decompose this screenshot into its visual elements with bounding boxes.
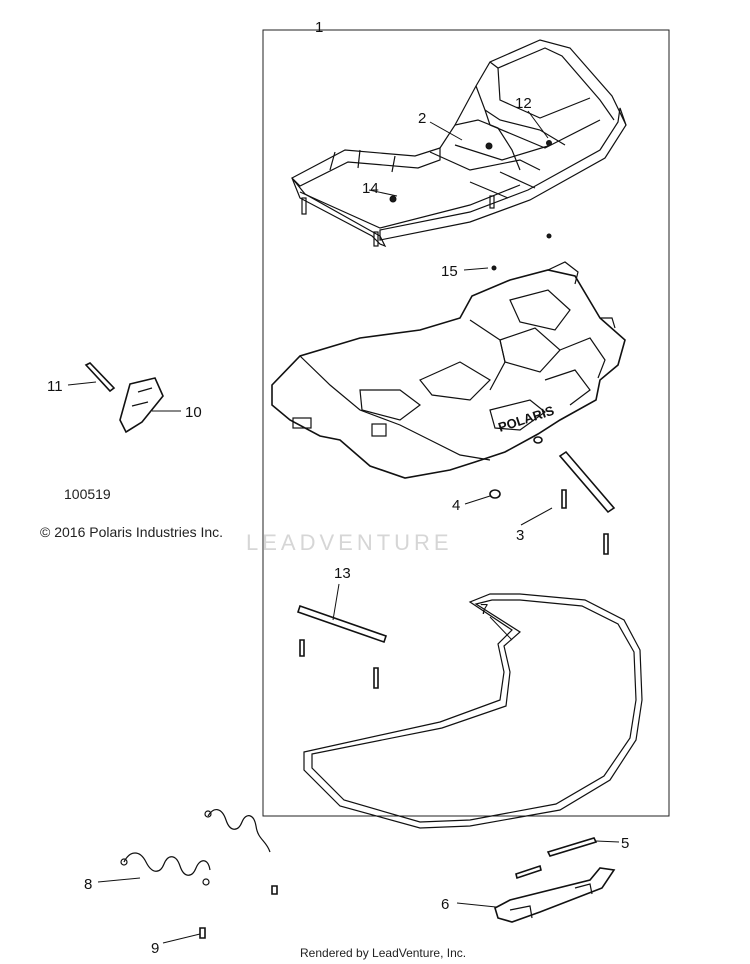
callout-3: 3 [516,527,524,544]
latch-10 [119,377,164,434]
callout-5: 5 [621,835,629,852]
callout-15: 15 [441,263,458,280]
nut-4 [489,489,501,499]
footer-credit: Rendered by LeadVenture, Inc. [300,946,467,960]
rack-nut-bottom [546,233,552,239]
pin-11 [84,362,116,393]
rack-nut-15 [491,265,497,271]
callout-2: 2 [418,110,426,127]
pin-5b [515,864,542,880]
spring-upper [207,809,271,853]
spring-upper-hook [204,810,212,818]
callout-10: 10 [185,404,202,421]
callout-11: 11 [47,378,63,395]
rack-nut-12 [546,140,552,146]
pin-5 [546,837,598,857]
diagram-number: 100519 [64,486,111,502]
callout-13: 13 [334,565,351,582]
spring-hook-left [120,858,128,866]
spring-hook-right [202,878,210,886]
assembly-boundary-box [262,29,670,817]
nut-seat [533,436,543,444]
seat-assembly [271,261,626,479]
watermark: LEADVENTURE [246,530,453,555]
rack-nut-top [485,142,493,150]
copyright-notice: © 2016 Polaris Industries Inc. [40,524,224,540]
callout-4: 4 [452,497,460,514]
callout-1: 1 [315,19,323,36]
callout-12: 12 [515,95,532,112]
callout-9: 9 [151,940,159,957]
seal-7-inner [311,599,637,823]
seal-7 [303,593,643,829]
spring-8 [123,852,211,876]
callout-14: 14 [362,180,379,197]
callout-8: 8 [84,876,92,893]
seat-pin-3 [558,450,616,555]
rack-frame [291,39,627,248]
screw-9 [199,927,206,939]
rack-nut-14 [389,195,397,203]
bracket-6 [494,867,616,923]
callout-7: 7 [480,601,488,618]
bar-13 [296,604,388,689]
callout-6: 6 [441,896,449,913]
screw-upper [271,885,278,895]
leader-lines [67,110,620,944]
